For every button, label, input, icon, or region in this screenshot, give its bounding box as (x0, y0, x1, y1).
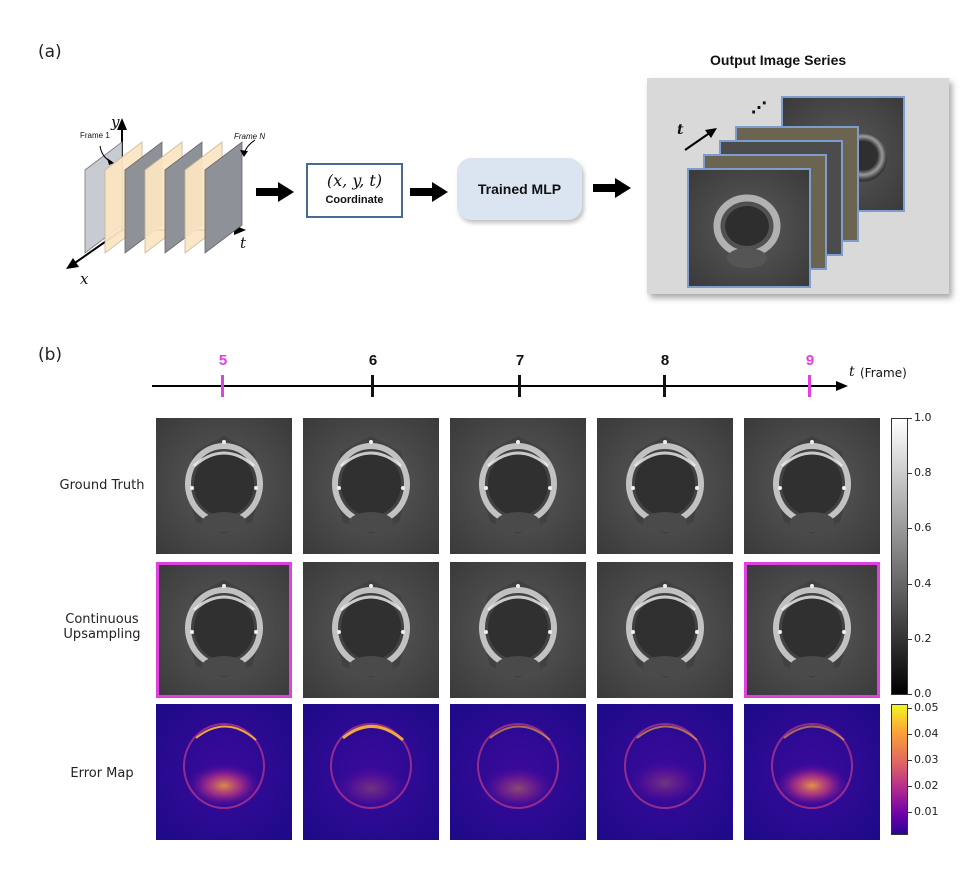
colorbar-tick-label: 0.2 (914, 631, 932, 645)
coordinate-tuple: (x, y, t) (326, 171, 383, 190)
timeline-label-7: 7 (515, 352, 525, 369)
upsampled-image (744, 562, 880, 698)
timeline-axis-label: (Frame) (860, 366, 907, 380)
arrow-3 (593, 178, 631, 198)
panel-a-label: (a) (38, 42, 62, 62)
colorbar-tick-mark (908, 638, 912, 640)
colorbar-tick-mark (908, 528, 912, 530)
colorbar-tick-label: 0.02 (914, 778, 939, 792)
axis-y-label: y (111, 113, 120, 131)
colorbar-tick-label: 0.0 (914, 687, 932, 700)
colorbar-tick-label: 0.04 (914, 726, 939, 740)
axis-x-label: x (80, 270, 89, 288)
arrow-1 (256, 182, 294, 202)
timeline-label-8: 8 (660, 352, 670, 369)
gray-colorbar (891, 418, 908, 695)
error-map-image (450, 704, 586, 840)
error-colorbar (891, 704, 908, 835)
colorbar-tick-label: 0.01 (914, 804, 939, 818)
coordinate-label: Coordinate (325, 194, 384, 206)
timeline-axis-var: t (849, 364, 855, 380)
colorbar-tick-mark (908, 759, 912, 761)
row-label-continuous-upsampling: Continuous Upsampling (63, 612, 141, 642)
timeline-label-9: 9 (805, 352, 815, 369)
timeline-label-5: 5 (218, 352, 228, 369)
colorbar-tick-label: 0.03 (914, 752, 939, 766)
frame-stack-diagram (66, 118, 256, 269)
upsampled-image (303, 562, 439, 698)
output-image-series: t ⋰ (647, 78, 949, 294)
ground-truth-image (597, 418, 733, 554)
frame-1-label: Frame 1 (80, 131, 110, 140)
upsampled-image (450, 562, 586, 698)
error-map-image (744, 704, 880, 840)
trained-mlp-box: Trained MLP (457, 158, 582, 220)
panel-b-label: (b) (38, 345, 63, 365)
ground-truth-image (156, 418, 292, 554)
coordinate-box: (x, y, t) Coordinate (306, 163, 403, 218)
colorbar-tick-label: 0.05 (914, 700, 939, 714)
colorbar-tick-label: 0.4 (914, 576, 932, 590)
frame-n-label: Frame N (234, 132, 266, 141)
colorbar-tick-mark (908, 785, 912, 787)
timeline-tick-5 (221, 375, 224, 397)
timeline-label-6: 6 (368, 352, 378, 369)
timeline-tick-6 (371, 375, 374, 397)
error-map-image (156, 704, 292, 840)
row-label-ground-truth: Ground Truth (59, 478, 145, 493)
error-map-image (303, 704, 439, 840)
colorbar-tick-mark (908, 811, 912, 813)
t-arrow-icon (684, 128, 717, 151)
ground-truth-image (744, 418, 880, 554)
ground-truth-image (303, 418, 439, 554)
error-map-image (597, 704, 733, 840)
timeline (152, 375, 848, 397)
ellipsis-icon: ⋰ (751, 98, 767, 117)
output-t-label: t (677, 122, 684, 138)
ground-truth-image (450, 418, 586, 554)
output-frame-front (687, 168, 811, 288)
timeline-tick-8 (663, 375, 666, 397)
colorbar-tick-label: 0.6 (914, 521, 932, 535)
upsampled-image (156, 562, 292, 698)
colorbar-tick-mark (908, 733, 912, 735)
frame-n (204, 141, 243, 254)
arrow-2 (410, 182, 448, 202)
colorbar-tick-mark (908, 694, 912, 695)
colorbar-tick-mark (908, 473, 912, 475)
colorbar-tick-mark (908, 583, 912, 585)
timeline-tick-9 (808, 375, 811, 397)
upsampled-image (597, 562, 733, 698)
output-title: Output Image Series (710, 52, 847, 68)
row-label-error-map: Error Map (70, 766, 134, 781)
axis-t-label: t (240, 234, 247, 252)
colorbar-tick-label: 1.0 (914, 411, 932, 424)
colorbar-tick-mark (908, 418, 912, 419)
colorbar-tick-label: 0.8 (914, 466, 932, 480)
colorbar-tick-mark (908, 707, 912, 709)
timeline-tick-7 (518, 375, 521, 397)
